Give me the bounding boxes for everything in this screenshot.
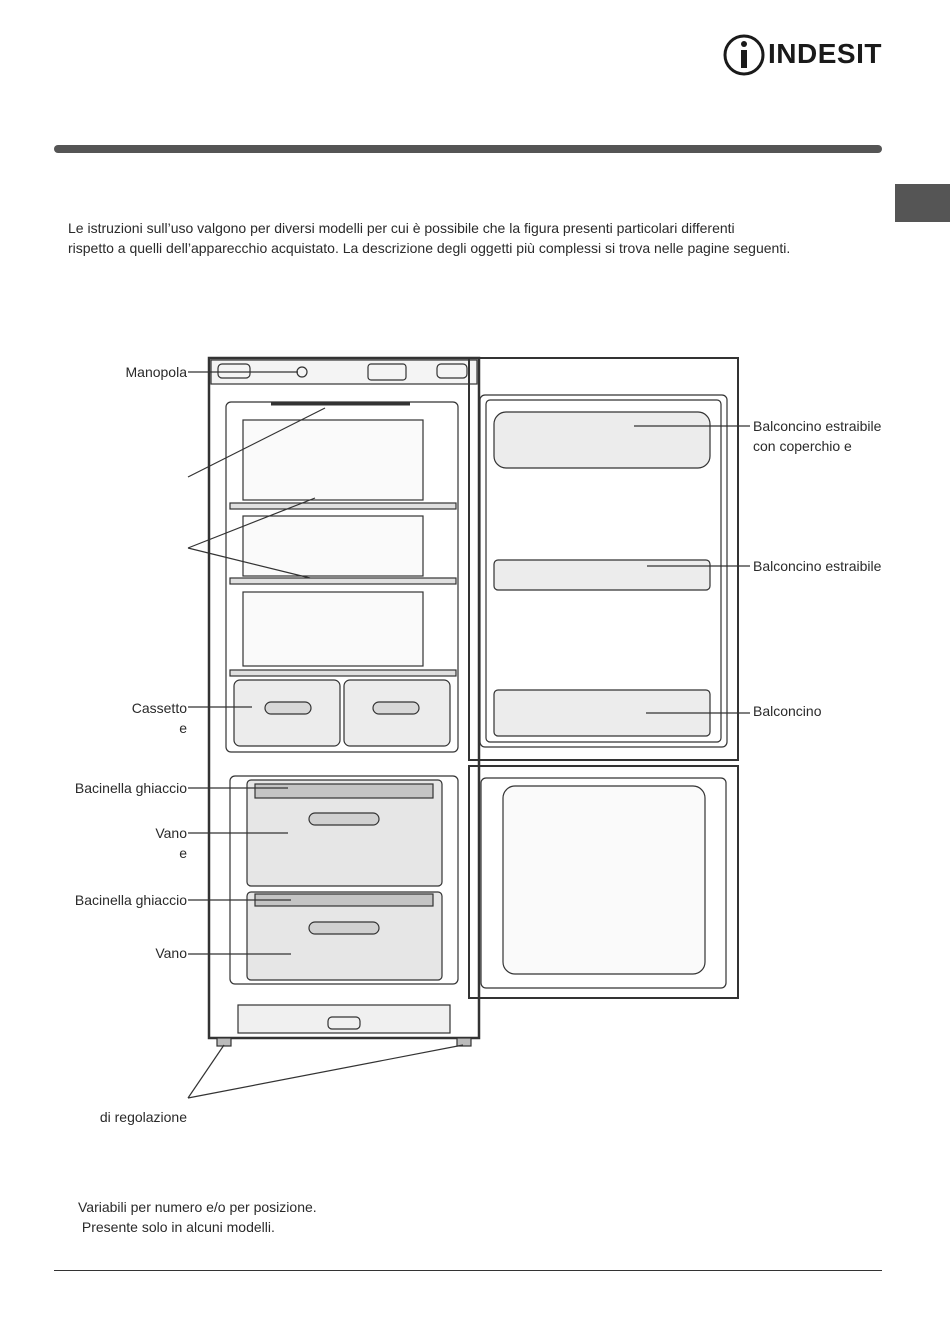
fridge-compartment (225, 401, 459, 753)
label-cassetto-cont: e (179, 720, 187, 736)
freezer-door (468, 765, 739, 999)
footnotes: Variabili per numero e/o per posizione. … (78, 1197, 317, 1237)
intro-line-2: rispetto a quelli dell’apparecchio acqui… (68, 240, 791, 256)
label-balc-estraibile: Balconcino estraibile (753, 558, 882, 574)
brand-name: INDESIT (768, 38, 882, 69)
foot-left (216, 1037, 232, 1047)
plinth (237, 1004, 451, 1034)
label-vano-1-cont: e (179, 845, 187, 861)
shelf-1 (229, 502, 457, 510)
label-manopola: Manopola (125, 364, 188, 380)
fridge-body (207, 356, 481, 1040)
label-vano-2: Vano (155, 945, 187, 961)
door-shelf-lid (493, 411, 711, 469)
section-tab (895, 184, 950, 222)
header-rule (54, 145, 882, 153)
fridge-door (468, 357, 739, 761)
label-cassetto: Cassetto (131, 700, 187, 716)
shelf-2 (229, 577, 457, 585)
foot-right (456, 1037, 472, 1047)
footnote-2: Presente solo in alcuni modelli. (78, 1219, 275, 1235)
indesit-logo: INDESIT (722, 34, 884, 76)
label-balc-coperchio-cont: con coperchio e (753, 438, 852, 454)
shelf-3 (229, 669, 457, 677)
logo-mark-icon (723, 34, 765, 76)
label-balc-coperchio: Balconcino estraibile (753, 418, 882, 434)
door-shelf-middle (493, 559, 711, 591)
label-bacinella-1: Bacinella ghiaccio (74, 780, 187, 796)
ice-tray-1 (254, 783, 434, 799)
label-balconcino: Balconcino (753, 703, 822, 719)
freezer-compartment (229, 775, 459, 985)
intro-line-1: Le istruzioni sull’uso valgono per diver… (68, 220, 735, 236)
freezer-drawer-2 (246, 891, 443, 981)
label-bacinella-2: Bacinella ghiaccio (74, 892, 187, 908)
label-regolazione: di regolazione (99, 1109, 187, 1125)
footnote-1: Variabili per numero e/o per posizione. (78, 1199, 317, 1215)
intro-text: Le istruzioni sull’uso valgono per diver… (68, 218, 888, 258)
footer-rule (54, 1270, 882, 1271)
label-vano-1: Vano (155, 825, 187, 841)
